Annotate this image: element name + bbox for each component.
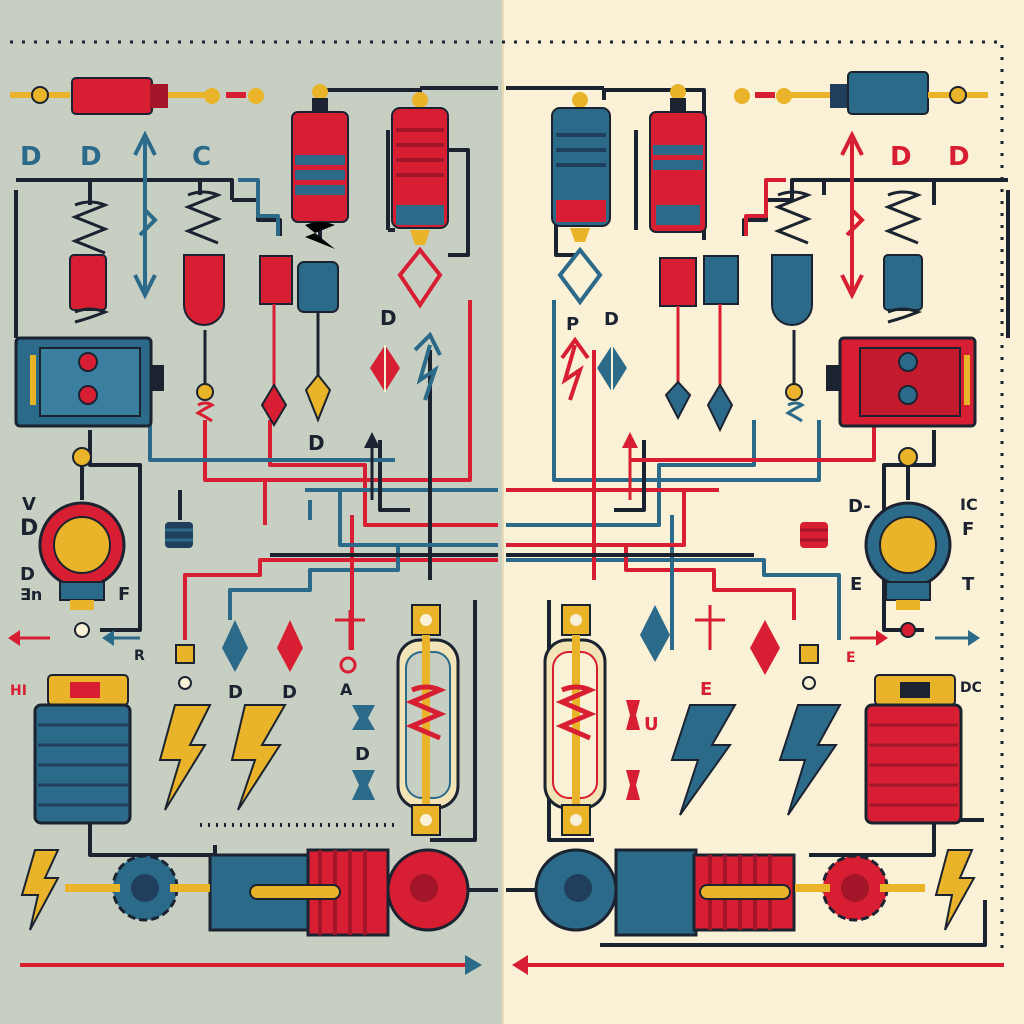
right-diamond-blue-2 [640, 605, 670, 662]
left-gear [65, 854, 210, 922]
left-small-coil [165, 522, 193, 548]
left-tube-label-a: A [340, 680, 353, 699]
left-lightning-bolt-3 [20, 849, 60, 931]
right-red-hourglass-1 [626, 700, 640, 730]
right-battery-label-e: E [846, 650, 856, 666]
left-center-red-tube [391, 92, 449, 309]
right-red-target [695, 605, 725, 650]
left-gauge [38, 447, 126, 638]
right-bottom-arrowhead [512, 955, 528, 975]
right-bidirectional-arrow [850, 630, 980, 646]
left-blue-hourglass-1 [352, 705, 375, 730]
left-bolt-label-d2: D [282, 682, 297, 703]
right-blue-cap-1 [883, 254, 923, 311]
right-diamond-red [750, 620, 780, 675]
left-blue-control-box [14, 336, 164, 428]
left-tall-red-coil [291, 84, 349, 423]
left-gauge-label-en: ∃n [20, 585, 42, 604]
right-lightning-bolt-2 [778, 704, 842, 816]
left-bolt-arrow [413, 331, 442, 401]
right-bolt-arrow [560, 336, 590, 401]
right-gear [795, 854, 925, 922]
left-vacuum-tube [396, 604, 460, 836]
left-red-target [335, 610, 365, 674]
right-top-probe [734, 71, 988, 115]
left-red-plunger [183, 254, 225, 326]
left-gold-terminal [175, 644, 195, 690]
right-motor [534, 848, 796, 937]
right-tube-label-u: U [644, 714, 659, 735]
left-mid-label-d: D [380, 306, 397, 330]
right-blue-block [703, 255, 739, 433]
right-up-arrow [622, 432, 638, 500]
left-red-cap-1 [69, 254, 107, 311]
right-gold-terminal [799, 644, 819, 690]
left-top-label-d2: D [80, 142, 102, 172]
right-blue-plunger [771, 254, 813, 326]
left-bolt-label-d1: D [228, 682, 243, 703]
right-lightning-bolt-3 [934, 849, 976, 931]
right-spring-3 [773, 190, 813, 245]
right-gauge-label-f: F [962, 519, 974, 540]
right-gauge [864, 447, 952, 638]
right-lightning-bolt-1 [670, 704, 737, 816]
left-gauge-label-v: V [22, 494, 36, 515]
left-double-arrow [133, 130, 158, 300]
left-gauge-label-f: F [118, 584, 130, 605]
left-battery-label-r: R [134, 648, 145, 664]
left-bidirectional-arrow [8, 630, 140, 646]
right-gauge-label-t: T [962, 574, 975, 595]
left-spring-3 [183, 190, 223, 245]
left-red-block [259, 255, 293, 427]
left-diamond-red-2 [277, 620, 303, 672]
left-blue-hourglass-2 [352, 770, 375, 800]
left-top-label-c: C [192, 142, 211, 172]
left-gold-node-1 [196, 383, 214, 401]
left-bottom-arrowhead [465, 955, 482, 975]
left-spring-1 [70, 200, 110, 255]
right-vacuum-tube [543, 604, 607, 836]
left-diamond-red [370, 345, 400, 392]
left-battery-label-hi: HI [10, 683, 27, 699]
right-top-label-d2: D [948, 142, 970, 172]
right-gauge-label-d: D- [848, 496, 871, 517]
left-gauge-label-d: D [20, 516, 38, 541]
left-lightning-bolt-1 [158, 704, 212, 811]
left-gauge-label-dn: D [20, 564, 35, 585]
right-spring-2 [887, 307, 923, 324]
left-diamond-blue [222, 620, 248, 672]
right-red-hourglass-2 [626, 770, 640, 800]
right-double-arrow [840, 130, 865, 300]
left-motor [208, 848, 470, 937]
right-tall-red-coil [649, 84, 707, 421]
right-gauge-label-e: E [850, 574, 862, 595]
right-battery [864, 674, 963, 825]
right-mid-label-p: P [566, 314, 579, 335]
right-red-control-box [826, 336, 977, 428]
left-lightning-bolt-2 [230, 704, 287, 811]
right-gold-node-1 [785, 383, 803, 401]
right-center-blue-tube [551, 92, 611, 306]
right-spring-1 [883, 190, 923, 245]
right-mid-label-d: D [604, 309, 619, 330]
right-diamond-blue [597, 345, 627, 392]
left-spring-2 [74, 307, 110, 324]
left-top-label-d1: D [20, 142, 42, 172]
right-gauge-label-ic: IC [960, 495, 978, 514]
left-up-arrow [364, 432, 380, 500]
left-tube-label-d: D [355, 744, 370, 765]
right-battery-label-dc: DC [960, 680, 982, 696]
left-arrow-label-d: D [308, 431, 325, 455]
right-top-label-d1: D [890, 142, 912, 172]
left-battery [33, 674, 132, 825]
left-top-probe [10, 77, 264, 115]
right-small-coil [800, 522, 828, 548]
right-bolt-label-e: E [700, 679, 712, 700]
